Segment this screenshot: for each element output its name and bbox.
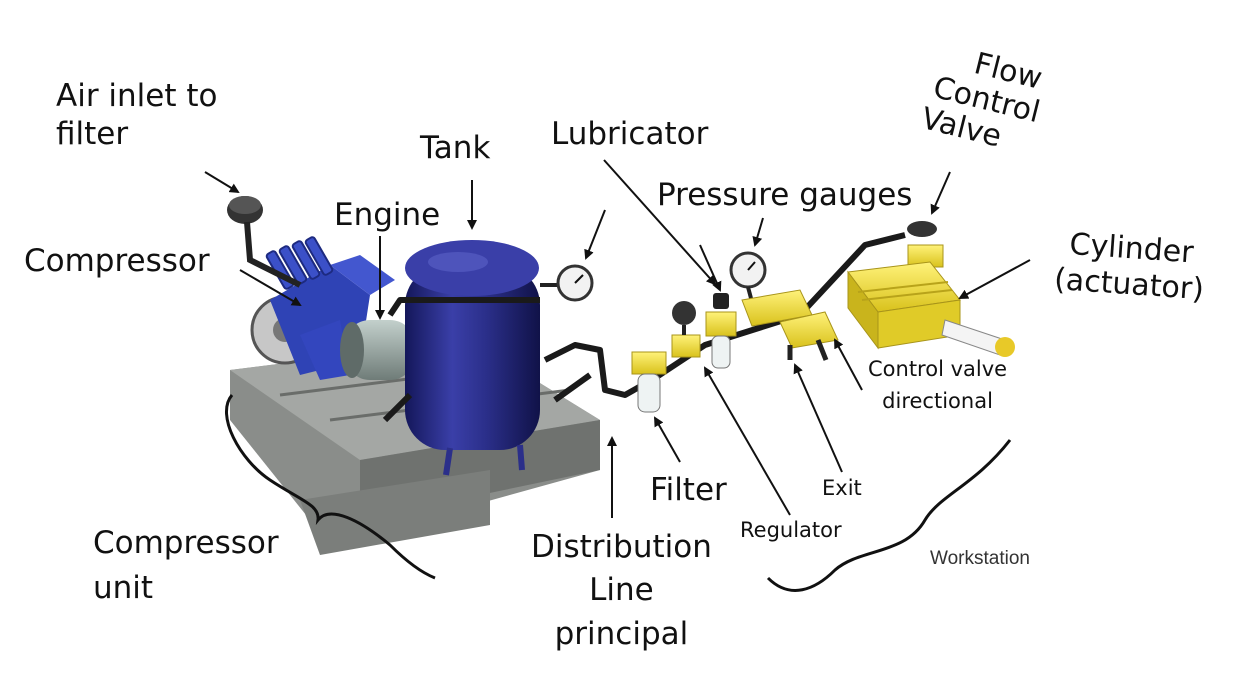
compressor-unit-label-line-2: unit: [93, 569, 154, 606]
control-valve-label-line-1: Control valve: [868, 357, 1008, 381]
compressor-label: Compressor: [24, 243, 210, 279]
filter-label: Filter: [650, 472, 727, 508]
compressor-unit-label-line-1: Compressor: [93, 525, 279, 561]
line-pressure-gauge: [729, 251, 767, 303]
air-inlet-label-line-2: filter: [56, 115, 129, 152]
distribution-label-line-1: Distribution: [531, 529, 712, 565]
compressor-unit-brace: [225, 394, 436, 580]
lubricator-unit: [705, 293, 737, 369]
air-inlet-label-line-1: Air inlet to: [56, 78, 218, 114]
cylinder-actuator: [847, 261, 1015, 357]
engine-label: Engine: [334, 197, 441, 233]
exit-label: Exit: [822, 476, 862, 500]
engine-motor: [340, 320, 415, 380]
distribution-line-label: Distribution Line principal: [531, 526, 712, 656]
filter-unit: [631, 351, 667, 413]
pressure-gauges-label: Pressure gauges: [657, 177, 913, 213]
air-inlet-label: Air inlet to filter: [56, 78, 218, 154]
distribution-label-line-2: Line: [589, 572, 654, 609]
label-arrows: [204, 159, 1031, 518]
cylinder-label: Cylinder (actuator): [1053, 226, 1208, 308]
group-braces: [225, 394, 1012, 592]
air-tank: [405, 240, 540, 476]
air-inlet-cap: [227, 196, 302, 288]
control-valve-directional-label: Control valve directional: [868, 354, 1007, 417]
workstation-brace: [766, 439, 1012, 592]
directional-valve: [741, 289, 839, 361]
flow-control-knob: [907, 221, 944, 268]
distribution-label-line-3: principal: [554, 615, 689, 652]
compressor-unit-label: Compressor unit: [93, 521, 279, 611]
tank-label: Tank: [420, 130, 491, 166]
tank-pressure-gauge: [540, 264, 594, 302]
control-valve-label-line-2: directional: [882, 388, 993, 413]
lubricator-label: Lubricator: [551, 116, 709, 152]
workstation-label: Workstation: [930, 548, 1030, 569]
regulator-label: Regulator: [740, 518, 842, 542]
regulator-unit: [671, 301, 701, 358]
